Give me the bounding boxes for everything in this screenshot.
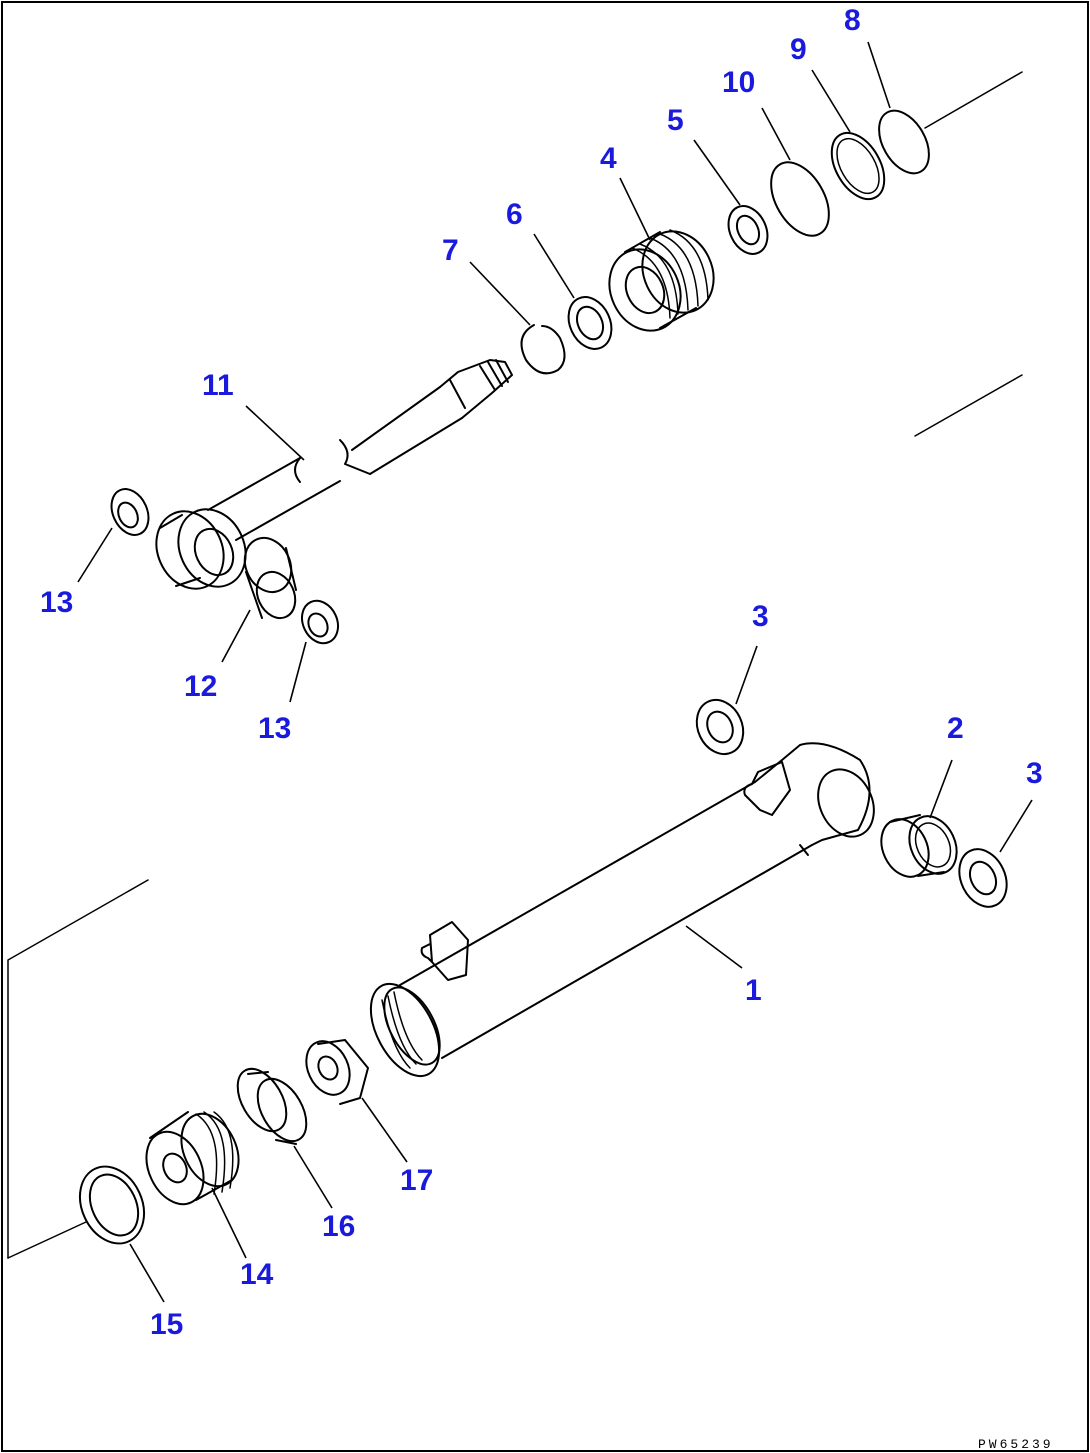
o-ring-8: [878, 109, 930, 175]
drawing-number: PW65239: [978, 1437, 1054, 1452]
callout-3b: 3: [1026, 757, 1043, 790]
nut-5: [727, 205, 769, 255]
cylinder-head-14: [145, 1111, 240, 1206]
callout-2: 2: [947, 712, 964, 745]
cylinder-tube: [369, 742, 875, 1078]
snap-ring-7: [520, 324, 566, 375]
callout-14: 14: [240, 1258, 274, 1291]
bushing-12: [243, 536, 297, 620]
piston-rod: [155, 359, 513, 590]
dust-seal-3a: [695, 698, 745, 756]
callout-5: 5: [667, 104, 684, 137]
piston-4: [608, 229, 715, 332]
callout-13a: 13: [40, 586, 73, 619]
callout-4: 4: [600, 142, 617, 175]
ring-6: [567, 296, 613, 350]
callout-3a: 3: [752, 600, 769, 633]
callout-10: 10: [722, 66, 755, 99]
callout-labels: 8 9 10 5 4 6 7 11 13 12 13 3 2 3 1 17 16…: [40, 4, 1043, 1341]
o-ring-10: [770, 161, 830, 237]
backup-ring-9: [830, 131, 886, 201]
callout-16: 16: [322, 1210, 355, 1243]
callout-6: 6: [506, 198, 523, 231]
callout-13b: 13: [258, 712, 291, 745]
collar-16: [236, 1067, 308, 1145]
callout-15: 15: [150, 1308, 183, 1341]
callout-1: 1: [745, 974, 762, 1007]
axis-lines: [7, 71, 1023, 1259]
dust-seal-13b: [301, 599, 339, 645]
callout-9: 9: [790, 33, 807, 66]
callout-17: 17: [400, 1164, 433, 1197]
callout-11: 11: [202, 369, 234, 402]
dust-seal-13a: [110, 488, 150, 536]
callout-8: 8: [844, 4, 861, 37]
bushing-2: [880, 814, 958, 878]
callout-12: 12: [184, 670, 217, 703]
seal-15: [78, 1165, 146, 1245]
nut-17: [305, 1039, 369, 1105]
dust-seal-3b: [958, 848, 1008, 908]
leader-lines: [77, 41, 1033, 1303]
callout-7: 7: [442, 234, 459, 267]
